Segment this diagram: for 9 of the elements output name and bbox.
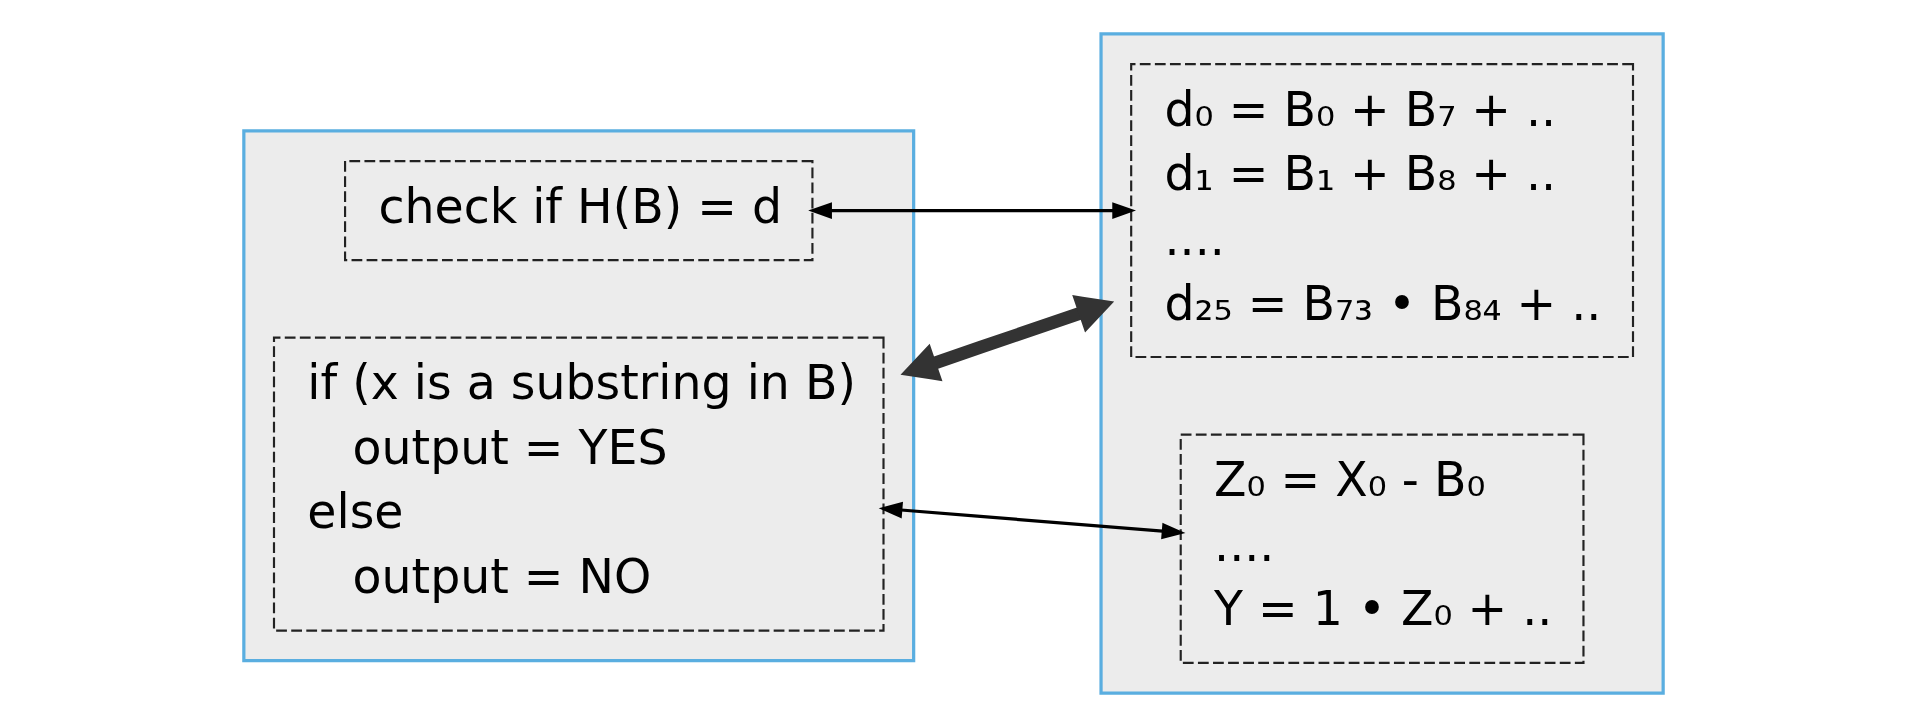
arrow (807, 202, 1136, 219)
node-box: check if H(B) = d (343, 159, 813, 262)
cluster (1098, 32, 1665, 695)
arrow (878, 501, 1185, 540)
node-box: if (x is a substring in B) output = YES else output = NO (272, 336, 885, 632)
node-box: Z₀ = X₀ - B₀ .... Y = 1 • Z₀ + .. (1179, 433, 1585, 664)
cluster (241, 129, 915, 663)
arrow (900, 295, 1114, 382)
node-box: d₀ = B₀ + B₇ + .. d₁ = B₁ + B₈ + .. .... d₂₅ = B₇₃ • B₈₄ + .. (1129, 63, 1634, 359)
